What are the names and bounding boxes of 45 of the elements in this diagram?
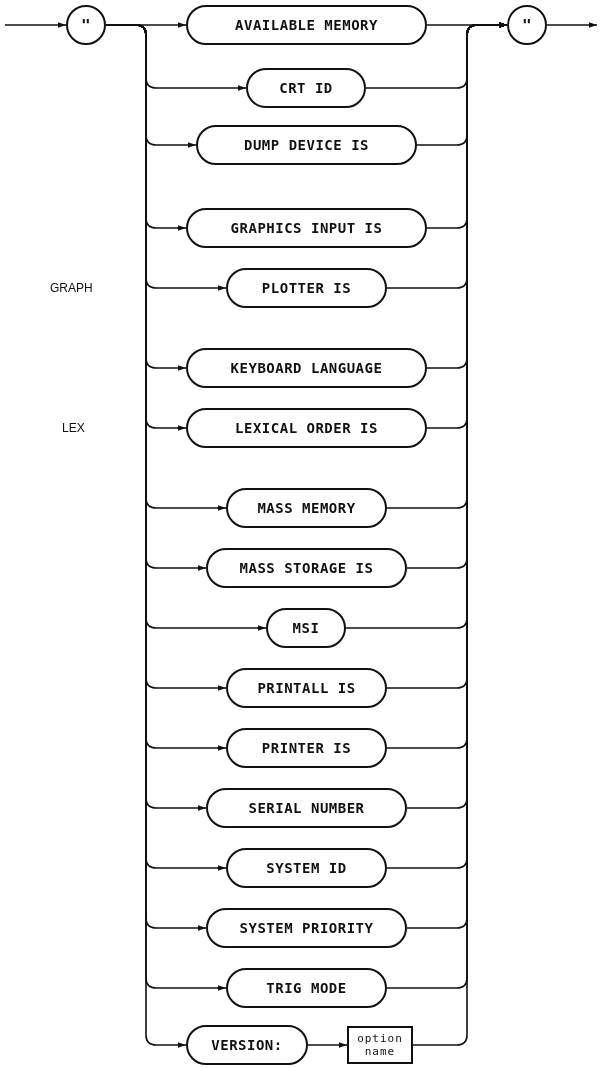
node-label: LEXICAL ORDER IS (235, 420, 378, 436)
parameter-box (347, 1026, 413, 1064)
keyword-box (186, 348, 427, 388)
keyword-box (226, 848, 387, 888)
node-label: SERIAL NUMBER (248, 800, 365, 816)
keyword-box (226, 728, 387, 768)
node-label: GRAPHICS INPUT IS (230, 220, 383, 236)
node-label: PRINTER IS (261, 740, 352, 756)
node-label: " (80, 15, 92, 35)
keyword-box (266, 608, 346, 648)
side-note: GRAPH (50, 281, 93, 295)
quote-circle (507, 5, 547, 45)
node-label: PLOTTER IS (261, 280, 352, 296)
keyword-box (196, 125, 417, 165)
quote-circle (66, 5, 106, 45)
keyword-box (226, 668, 387, 708)
keyword-box (226, 488, 387, 528)
arrow (307, 1042, 348, 1048)
keyword-box (186, 5, 427, 45)
node-label: PRINTALL IS (257, 680, 356, 696)
node-label: MASS STORAGE IS (239, 560, 374, 576)
node-label: MSI (292, 620, 320, 636)
arrow (4, 22, 67, 28)
node-label: SYSTEM ID (266, 860, 347, 876)
keyword-box (206, 908, 407, 948)
node-label: option name (356, 1032, 404, 1058)
keyword-box (226, 968, 387, 1008)
keyword-box (186, 1025, 308, 1065)
side-note: LEX (62, 421, 85, 435)
node-label: DUMP DEVICE IS (244, 137, 369, 153)
node-label: MASS MEMORY (257, 500, 356, 516)
node-label: AVAILABLE MEMORY (235, 17, 378, 33)
keyword-box (206, 548, 407, 588)
keyword-box (226, 268, 387, 308)
arrow (546, 22, 598, 28)
keyword-box (186, 208, 427, 248)
keyword-box (186, 408, 427, 448)
keyword-box (206, 788, 407, 828)
node-label: TRIG MODE (266, 980, 347, 996)
node-label: CRT ID (279, 80, 333, 96)
node-label: VERSION: (211, 1037, 283, 1053)
node-label: KEYBOARD LANGUAGE (230, 360, 383, 376)
node-label: SYSTEM PRIORITY (239, 920, 374, 936)
node-label: " (521, 15, 533, 35)
keyword-box (246, 68, 366, 108)
